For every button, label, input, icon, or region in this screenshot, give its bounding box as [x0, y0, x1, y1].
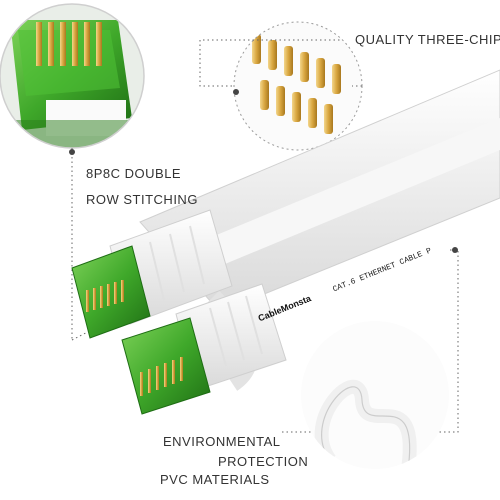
callout-8p8c-line2: ROW STITCHING [86, 192, 198, 207]
gold-chip-closeup-circle [233, 21, 363, 151]
cable-coil-circle [301, 321, 449, 469]
upper-connector [71, 209, 233, 339]
callout-env-line2: PROTECTION [218, 454, 309, 469]
connector-closeup-circle [0, 3, 145, 149]
lower-connector [121, 283, 287, 415]
callout-8p8c-line1: 8P8C DOUBLE [86, 166, 182, 181]
callout-env-line1: ENVIRONMENTAL [163, 434, 281, 449]
callout-env-line3: PVC MATERIALS [160, 472, 270, 487]
callout-quality-chip: QUALITY THREE-CHIP [355, 32, 500, 47]
